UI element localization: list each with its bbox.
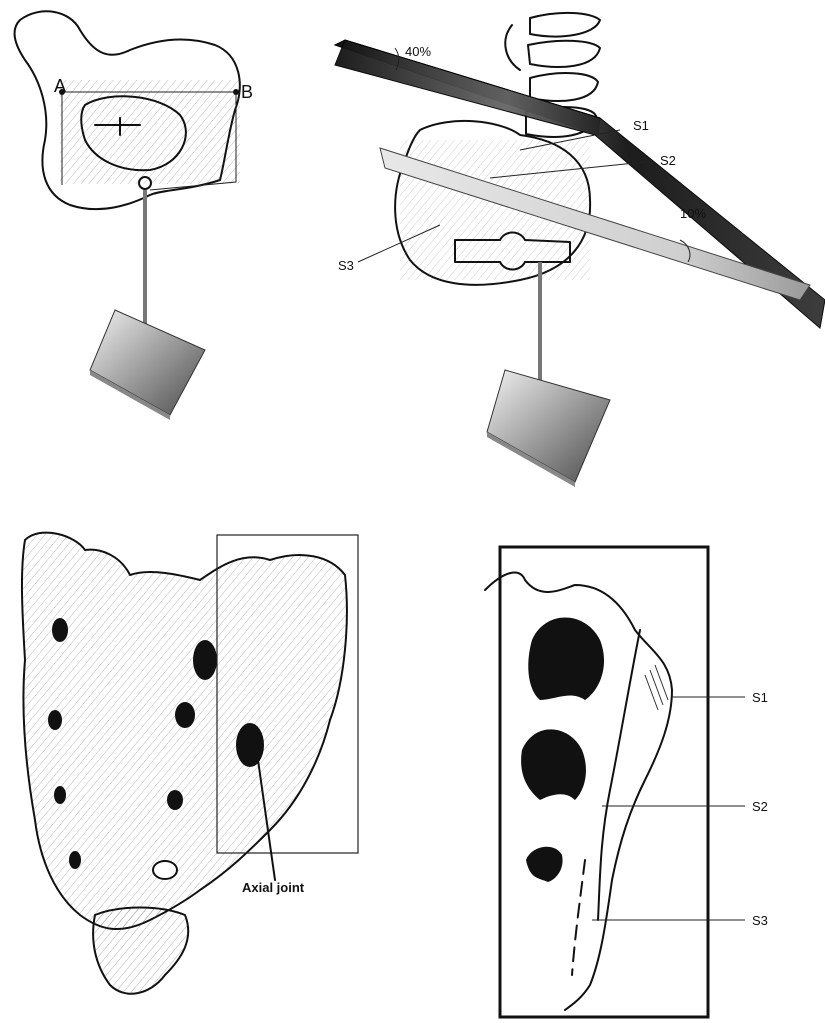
foramen [175, 702, 195, 728]
stand-base [487, 370, 610, 482]
axial-joint-label: Axial joint [242, 880, 305, 895]
panel-a-pelvis-on-stand: A B [15, 11, 253, 420]
point-a-label: A [54, 76, 66, 96]
panel-b-sacrum-planes: 40% 10% S1 S2 S3 [335, 13, 825, 487]
foramen [167, 790, 183, 810]
s1-label: S1 [633, 118, 649, 133]
point-b-marker [233, 89, 239, 95]
sacrum-hatching [22, 533, 347, 929]
foramen [193, 640, 217, 680]
angle-lower-label: 10% [680, 206, 706, 221]
s3-dashed-line [572, 860, 585, 975]
panel-d-segment-schematic: S1 S2 S3 [485, 547, 768, 1017]
s2-label: S2 [660, 153, 676, 168]
stand-base [90, 310, 205, 415]
s3-label: S3 [752, 913, 768, 928]
foramen [52, 618, 68, 642]
coccyx-hatching [93, 908, 188, 994]
sacral-hiatus [153, 861, 177, 879]
foramen [69, 851, 81, 869]
s2-label: S2 [752, 799, 768, 814]
foramen [48, 710, 62, 730]
foramen [236, 723, 264, 767]
dark-region-s3 [526, 847, 563, 882]
s1-label: S1 [752, 690, 768, 705]
angle-upper-label: 40% [405, 44, 431, 59]
point-b-label: B [241, 82, 253, 102]
s1-hatching [645, 665, 668, 710]
dark-region-s2 [521, 729, 586, 800]
articular-line [598, 630, 640, 920]
dark-region-s1 [528, 618, 604, 701]
panel-c-sacrum-axial-joint: Axial joint [22, 533, 358, 994]
s3-label: S3 [338, 258, 354, 273]
pelvis-shading [60, 80, 240, 184]
foramen [54, 786, 66, 804]
